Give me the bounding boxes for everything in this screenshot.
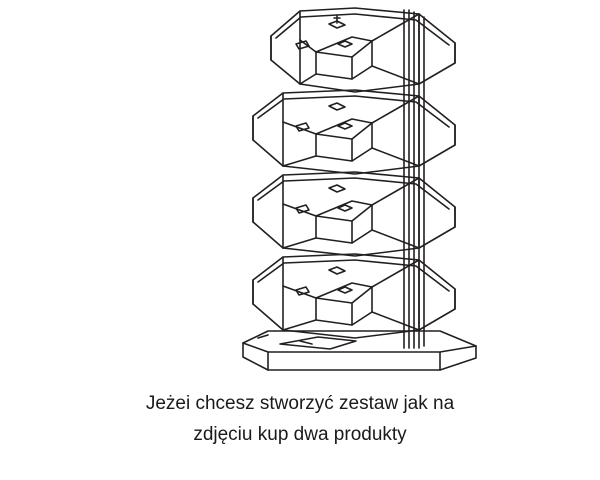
caption-text: Jeżei chcesz stworzyć zestaw jak na zdję… (0, 388, 600, 450)
product-illustration (242, 7, 477, 371)
planter-tier-4 (252, 253, 456, 339)
caption-line-2: zdjęciu kup dwa produkty (193, 424, 407, 445)
planter-tier-1 (270, 7, 456, 93)
base-tray (242, 330, 477, 371)
central-support-column (403, 9, 425, 349)
planter-tower-diagram (242, 7, 477, 371)
planter-tier-3 (252, 171, 456, 257)
caption-line-1: Jeżei chcesz stworzyć zestaw jak na (145, 393, 455, 414)
